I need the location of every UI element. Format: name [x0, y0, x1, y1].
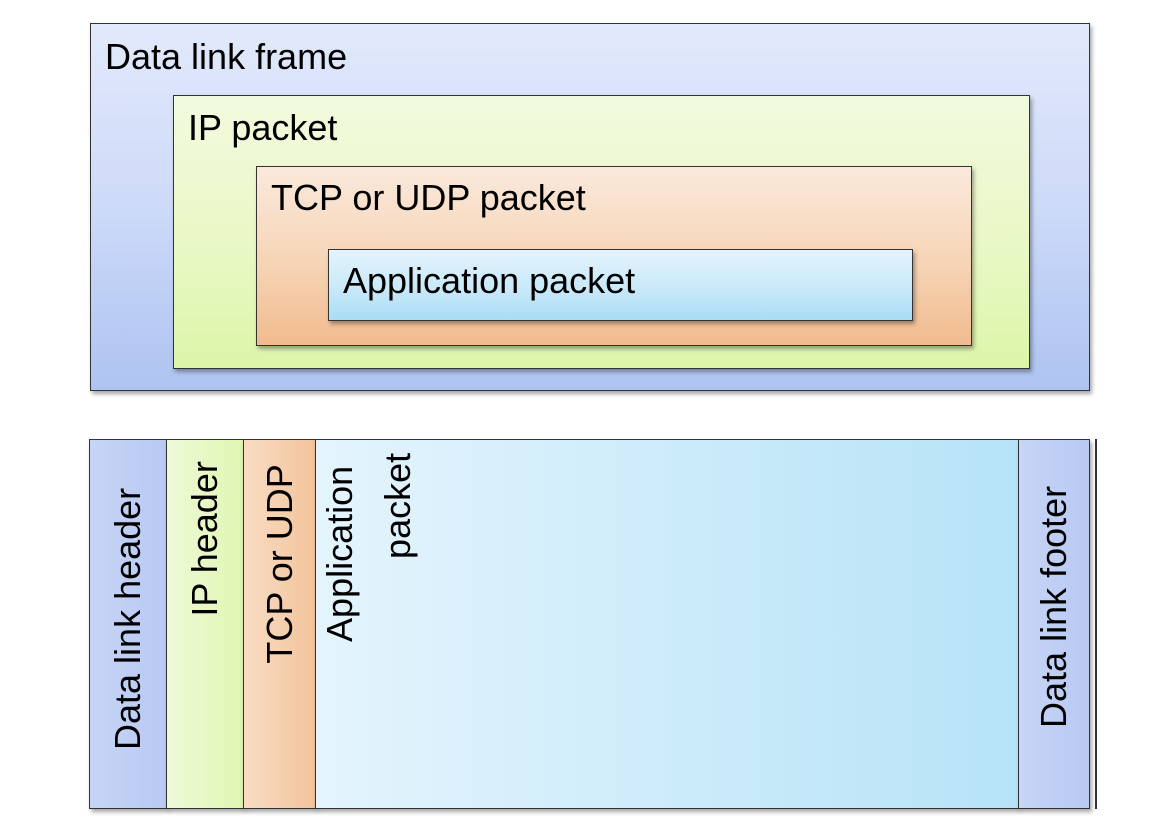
- data-link-header-label: Data link header: [107, 487, 149, 750]
- application-packet-label-line2: packet: [377, 452, 419, 559]
- ip-header-segment: IP header: [166, 439, 244, 809]
- data-link-footer-label: Data link footer: [1033, 485, 1075, 728]
- ip-packet-box: IP packet TCP or UDP packet Application …: [173, 95, 1030, 369]
- application-packet-label: Application packet: [343, 260, 636, 301]
- application-packet-label-line1: Application: [319, 465, 361, 642]
- data-link-footer-segment: Data link footer: [1018, 439, 1090, 809]
- linear-frame-layout: Data link header IP header TCP or UDP Ap…: [89, 439, 1098, 811]
- tcp-udp-header-segment: TCP or UDP: [243, 439, 316, 809]
- tcp-udp-header-label: TCP or UDP: [258, 464, 300, 664]
- tcp-udp-packet-box: TCP or UDP packet Application packet: [256, 166, 972, 346]
- ip-header-label: IP header: [184, 461, 226, 617]
- data-link-frame-box: Data link frame IP packet TCP or UDP pac…: [90, 23, 1090, 391]
- frame-right-edge: [1095, 439, 1097, 809]
- data-link-frame-label: Data link frame: [105, 36, 348, 77]
- data-link-header-segment: Data link header: [89, 439, 167, 809]
- application-packet-segment: Application packet: [315, 439, 1019, 809]
- tcp-udp-packet-label: TCP or UDP packet: [271, 177, 586, 218]
- ip-packet-label: IP packet: [188, 107, 338, 148]
- application-packet-box: Application packet: [328, 249, 913, 321]
